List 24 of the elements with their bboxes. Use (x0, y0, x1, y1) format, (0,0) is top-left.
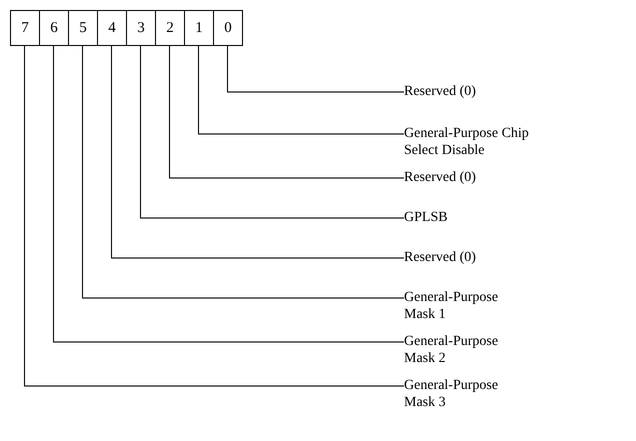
field-description: General-Purpose Mask 1 (404, 289, 509, 323)
bit-cell: 7 (10, 10, 40, 46)
bit-cell: 1 (184, 10, 214, 46)
leader-line (53, 46, 404, 342)
leader-line (82, 46, 404, 298)
leader-line (227, 46, 404, 92)
bit-cell: 4 (97, 10, 127, 46)
field-description: Reserved (0) (404, 169, 604, 186)
field-description: Reserved (0) (404, 83, 604, 100)
leader-line (169, 46, 404, 178)
field-description: GPLSB (404, 209, 604, 226)
field-description: General-Purpose Chip Select Disable (404, 125, 539, 159)
bit-cell: 6 (39, 10, 69, 46)
field-description: General-Purpose Mask 3 (404, 377, 509, 411)
field-description: Reserved (0) (404, 249, 604, 266)
leader-line (24, 46, 404, 386)
bit-cell: 2 (155, 10, 185, 46)
bit-cell: 5 (68, 10, 98, 46)
bit-cell: 0 (213, 10, 243, 46)
leader-line (140, 46, 404, 218)
leader-line (111, 46, 404, 258)
field-description: General-Purpose Mask 2 (404, 333, 509, 367)
bit-cell: 3 (126, 10, 156, 46)
leader-line (198, 46, 404, 134)
